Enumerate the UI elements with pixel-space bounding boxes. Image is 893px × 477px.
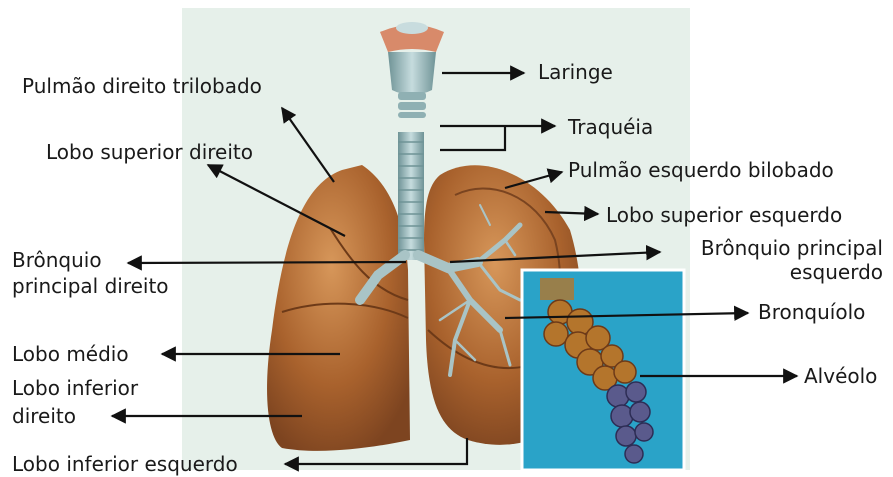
label-bronquio-direito-line1: Brônquio [12, 248, 102, 272]
label-alveolo: Alvéolo [804, 364, 877, 388]
label-bronquiolo: Bronquíolo [758, 300, 865, 324]
label-pulmao-esquerdo: Pulmão esquerdo bilobado [568, 158, 834, 182]
label-lobo-inferior-direito-line1: Lobo inferior [12, 376, 138, 400]
label-bronquio-esquerdo-line1: Brônquio principal [701, 236, 883, 260]
alveolus-inset [522, 270, 684, 470]
label-lobo-inferior-direito-line2: direito [12, 404, 76, 428]
label-lobo-superior-direito: Lobo superior direito [46, 140, 253, 164]
label-laringe: Laringe [538, 60, 613, 84]
label-traqueia: Traquéia [568, 115, 653, 139]
label-bronquio-direito-line2: principal direito [12, 274, 169, 298]
label-bronquio-esquerdo-line2: esquerdo [790, 260, 883, 284]
label-pulmao-direito: Pulmão direito trilobado [22, 74, 262, 98]
label-lobo-superior-esquerdo: Lobo superior esquerdo [606, 203, 842, 227]
trachea-illustration [398, 132, 424, 260]
arrow-bronquio-direito [128, 262, 406, 263]
label-lobo-inferior-esquerdo: Lobo inferior esquerdo [12, 452, 238, 476]
label-lobo-medio: Lobo médio [12, 342, 129, 366]
